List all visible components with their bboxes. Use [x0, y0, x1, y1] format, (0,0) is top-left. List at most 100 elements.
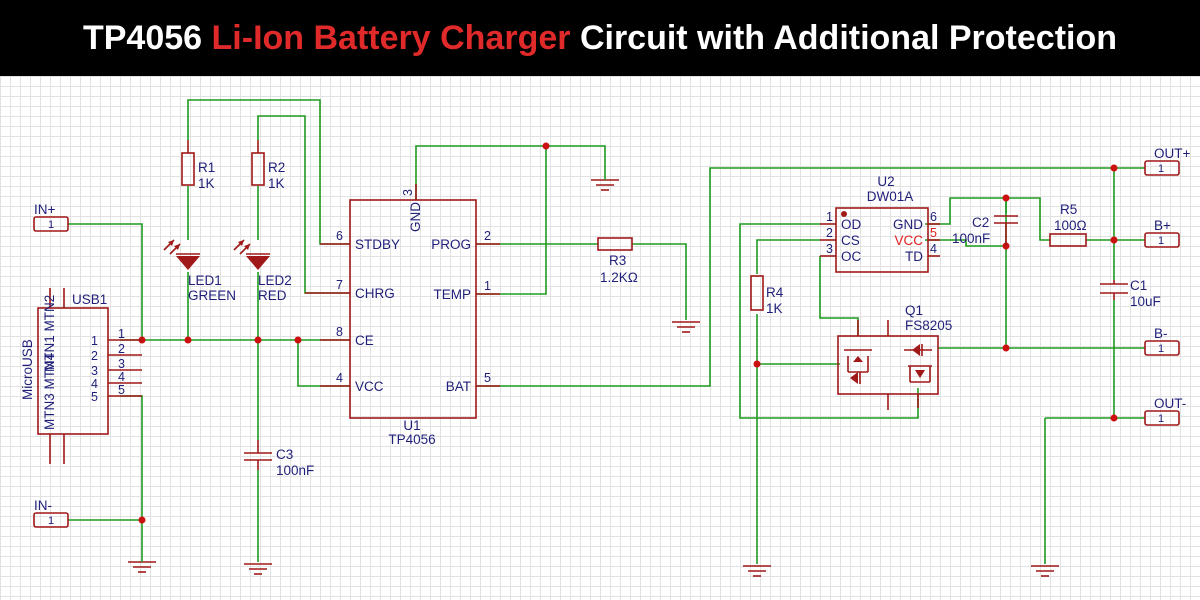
port-in-minus: IN- 1 — [33, 498, 69, 528]
u1-bat: BAT — [446, 379, 471, 394]
u2-vcc: VCC — [894, 233, 923, 248]
usb-pin-1-num: 1 — [118, 327, 125, 341]
u2-cs: CS — [841, 233, 860, 248]
usb-pin-4-num: 4 — [118, 370, 125, 384]
junction — [1110, 236, 1118, 244]
led1-ref: LED1 — [188, 273, 222, 288]
port-label: IN+ — [34, 202, 56, 217]
port-label: OUT- — [1154, 396, 1186, 411]
port-pin: 1 — [1158, 235, 1164, 247]
u1-prog: PROG — [431, 237, 471, 252]
q1-ref: Q1 — [905, 303, 923, 318]
usb-pin-2-num: 2 — [118, 342, 125, 356]
c3-ref: C3 — [276, 447, 293, 462]
u1-chrg-num: 7 — [336, 278, 343, 292]
usb-body — [37, 307, 109, 435]
u2-part: DW01A — [867, 189, 914, 204]
ic-dw01a: U2 DW01A OD 1 CS 2 OC 3 GND 6 VCC 5 TD 4 — [820, 174, 940, 273]
capacitor-c2: C2 100nF — [952, 215, 1018, 246]
u1-temp: TEMP — [433, 287, 471, 302]
port-box — [1144, 410, 1180, 426]
u2-ref: U2 — [877, 174, 894, 189]
resistor-r3: R3 1.2KΩ — [597, 237, 638, 285]
junction — [753, 360, 761, 368]
junction — [1002, 344, 1010, 352]
q1-part: FS8205 — [905, 318, 952, 333]
resistor-body — [181, 152, 195, 186]
u1-bat-num: 5 — [484, 371, 491, 385]
port-label: B+ — [1154, 218, 1171, 233]
wire-cs — [756, 239, 820, 274]
resistor-r1: R1 1K — [181, 140, 215, 191]
port-b-minus: B- 1 — [1144, 326, 1180, 356]
ground-icon — [672, 321, 700, 333]
ground-icon — [1031, 565, 1059, 577]
port-pin: 1 — [1158, 413, 1164, 425]
u1-vcc-num: 4 — [336, 371, 343, 385]
r4-ref: R4 — [766, 285, 784, 300]
junction — [1002, 194, 1010, 202]
capacitor-c3: C3 100nF — [244, 440, 314, 478]
port-box — [33, 512, 69, 528]
wire-in-plus — [68, 223, 143, 340]
schematic-canvas: IN+ 1 IN- 1 OUT+ 1 B+ 1 B- 1 OUT- 1 USB1 — [0, 76, 1200, 600]
junction — [1110, 164, 1118, 172]
wires — [68, 99, 1145, 564]
u1-gnd: GND — [408, 202, 423, 232]
wire-r5-left — [1006, 197, 1050, 241]
port-box — [1144, 160, 1180, 176]
title-accent: Li-Ion Battery Charger — [211, 18, 571, 57]
resistor-r4: R4 1K — [750, 275, 784, 316]
usb-ref: USB1 — [72, 292, 107, 307]
u2-cs-num: 2 — [826, 226, 833, 240]
u1-stdby: STDBY — [355, 237, 400, 252]
u2-gnd-num: 6 — [930, 210, 937, 224]
u1-ce-num: 8 — [336, 325, 343, 339]
port-box — [33, 216, 69, 232]
q1-diode2 — [912, 344, 920, 356]
ground-icon — [743, 565, 771, 577]
port-label: IN- — [34, 498, 52, 513]
ground-symbols — [128, 178, 1059, 577]
c2-value: 100nF — [952, 231, 990, 246]
junction — [254, 336, 262, 344]
resistor-body — [1049, 233, 1087, 247]
title-banner: TP4056 Li-Ion Battery Charger Circuit wi… — [0, 0, 1200, 76]
page-title: TP4056 Li-Ion Battery Charger Circuit wi… — [83, 19, 1117, 58]
usb-pin-1: 1 — [91, 334, 98, 348]
u1-stdby-num: 6 — [336, 229, 343, 243]
resistor-body — [597, 237, 633, 251]
usb-pin-4: 4 — [91, 377, 98, 391]
usb-pin-2: 2 — [91, 349, 98, 363]
capacitor-c1: C1 10uF — [1100, 278, 1161, 309]
resistor-r2: R2 1K — [251, 140, 285, 191]
usb-pin-5: 5 — [91, 390, 98, 404]
q1-body — [837, 335, 939, 395]
wire-oc — [819, 256, 859, 336]
port-pin: 1 — [1158, 163, 1164, 175]
junction — [1110, 414, 1118, 422]
ic-tp4056: GND 3 STDBY 6 CHRG 7 CE 8 VCC 4 PROG 2 T… — [305, 184, 500, 447]
q1-arrow — [853, 356, 863, 362]
q1-arrow2 — [915, 370, 925, 378]
u2-oc: OC — [841, 249, 862, 264]
q1-diode — [850, 372, 858, 384]
usb-name: MicroUSB — [20, 339, 35, 400]
led-led2: LED2 RED — [233, 239, 292, 303]
port-box — [1144, 232, 1180, 248]
resistor-body — [750, 275, 764, 311]
u2-od-num: 1 — [826, 210, 833, 224]
led-triangle — [176, 256, 200, 270]
resistor-body — [251, 152, 265, 186]
u2-od: OD — [841, 217, 862, 232]
wire-usb-gnd — [120, 395, 143, 560]
r1-ref: R1 — [198, 160, 215, 175]
port-pin: 1 — [48, 219, 54, 231]
junction — [184, 336, 192, 344]
usb-pin-3: 3 — [91, 364, 98, 378]
r5-value: 100Ω — [1054, 218, 1087, 233]
led-led1: LED1 GREEN — [163, 239, 236, 303]
ground-icon — [128, 560, 156, 573]
title-prefix: TP4056 — [82, 18, 203, 57]
resistor-r5: R5 100Ω — [1049, 202, 1087, 247]
